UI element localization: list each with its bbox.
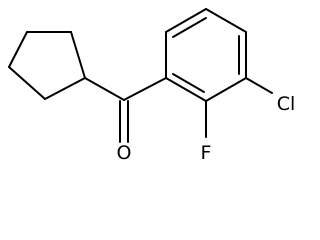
- carbonyl-double-bond: [119, 100, 129, 143]
- oxygen-atom-label: O: [117, 142, 132, 164]
- ring-bond: [70, 31, 86, 79]
- benzene-ring: [165, 8, 247, 102]
- chemical-structure: O F Cl: [8, 8, 296, 164]
- ring-bond: [44, 77, 86, 100]
- ring-bond: [205, 8, 247, 33]
- ring-bond: [8, 31, 28, 68]
- carbonyl-to-ring-bond: [123, 77, 167, 101]
- ring-bond: [165, 8, 207, 33]
- aromatic-inner-bond: [172, 17, 207, 38]
- chlorine-atom-label: Cl: [277, 93, 296, 115]
- fluorine-atom-label: F: [201, 142, 212, 164]
- cyclopentyl-ring: [8, 31, 86, 100]
- ring-bond: [205, 77, 247, 102]
- ring-bond: [8, 66, 46, 100]
- ring-to-carbonyl-bond: [84, 77, 125, 101]
- ring-bond: [165, 77, 207, 102]
- c-cl-bond: [245, 77, 273, 94]
- aromatic-inner-bond: [172, 73, 205, 93]
